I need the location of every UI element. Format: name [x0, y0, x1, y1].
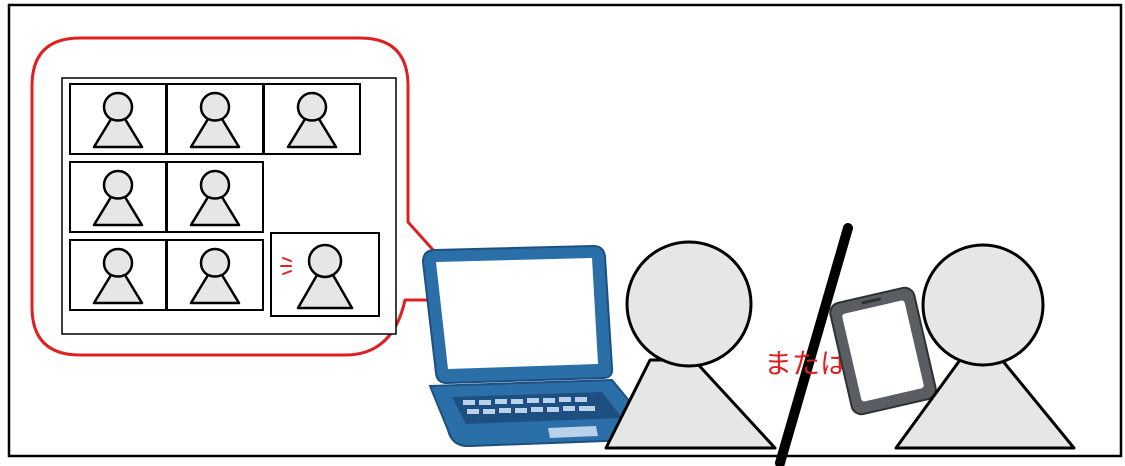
- participant-tile: [70, 162, 166, 232]
- participant-tile: [70, 84, 166, 154]
- participant-tile: [167, 84, 263, 154]
- participant-tile: [167, 240, 263, 310]
- participant-tile: [70, 240, 166, 310]
- participant-tile: [167, 162, 263, 232]
- laptop-icon: [423, 246, 646, 446]
- separator-text: または: [764, 347, 848, 380]
- participant-tile-speaking: [271, 233, 379, 316]
- participant-tile: [264, 84, 360, 154]
- person-icon: [606, 242, 775, 448]
- smartphone-icon: [828, 286, 937, 416]
